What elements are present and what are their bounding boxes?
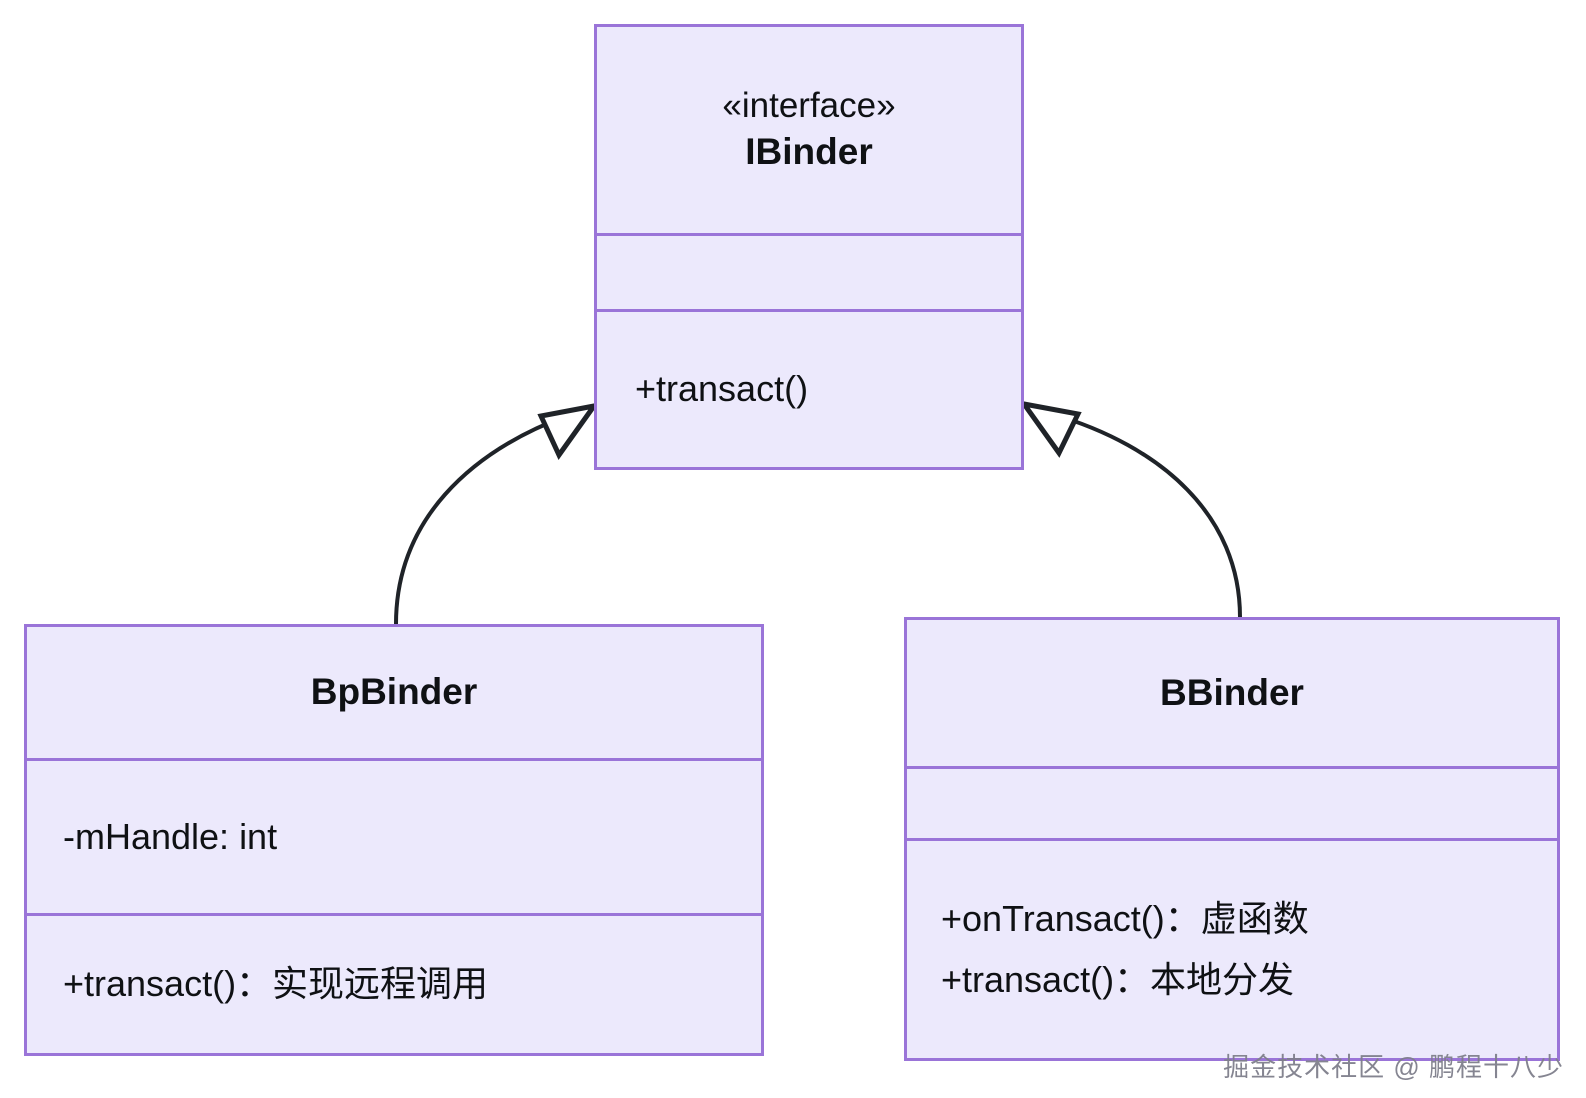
class-method: +onTransact()：虚函数 xyxy=(941,897,1309,939)
watermark-text: 掘金技术社区 @ 鹏程十八少 xyxy=(1223,1052,1564,1082)
hollow-triangle-arrowhead xyxy=(1018,400,1082,458)
class-box-bpbinder[interactable]: BpBinder -mHandle: int +transact()：实现远程调… xyxy=(24,624,764,1056)
class-method: +transact()：本地分发 xyxy=(941,958,1295,1000)
class-box-bbinder[interactable]: BBinder +onTransact()：虚函数 +transact()：本地… xyxy=(904,617,1560,1061)
class-attributes-ibinder xyxy=(597,233,1021,309)
class-box-ibinder[interactable]: «interface» IBinder +transact() xyxy=(594,24,1024,470)
class-name: BBinder xyxy=(1160,671,1304,713)
class-attributes-bpbinder: -mHandle: int xyxy=(27,758,761,913)
hollow-triangle-arrowhead xyxy=(537,402,600,460)
class-header-ibinder: «interface» IBinder xyxy=(597,27,1021,233)
class-attribute: -mHandle: int xyxy=(63,815,278,857)
class-header-bpbinder: BpBinder xyxy=(27,627,761,758)
class-method: +transact()：实现远程调用 xyxy=(63,963,489,1005)
class-methods-ibinder: +transact() xyxy=(597,309,1021,467)
class-name: IBinder xyxy=(745,130,873,172)
class-stereotype: «interface» xyxy=(722,86,896,126)
class-method: +transact() xyxy=(635,368,809,410)
generalization-bpbinder-to-ibinder xyxy=(394,402,600,626)
class-name: BpBinder xyxy=(310,671,478,713)
class-methods-bpbinder: +transact()：实现远程调用 xyxy=(27,913,761,1053)
class-methods-bbinder: +onTransact()：虚函数 +transact()：本地分发 xyxy=(907,838,1557,1058)
class-header-bbinder: BBinder xyxy=(907,620,1557,766)
generalization-bbinder-to-ibinder xyxy=(1018,400,1242,619)
class-attributes-bbinder xyxy=(907,766,1557,838)
